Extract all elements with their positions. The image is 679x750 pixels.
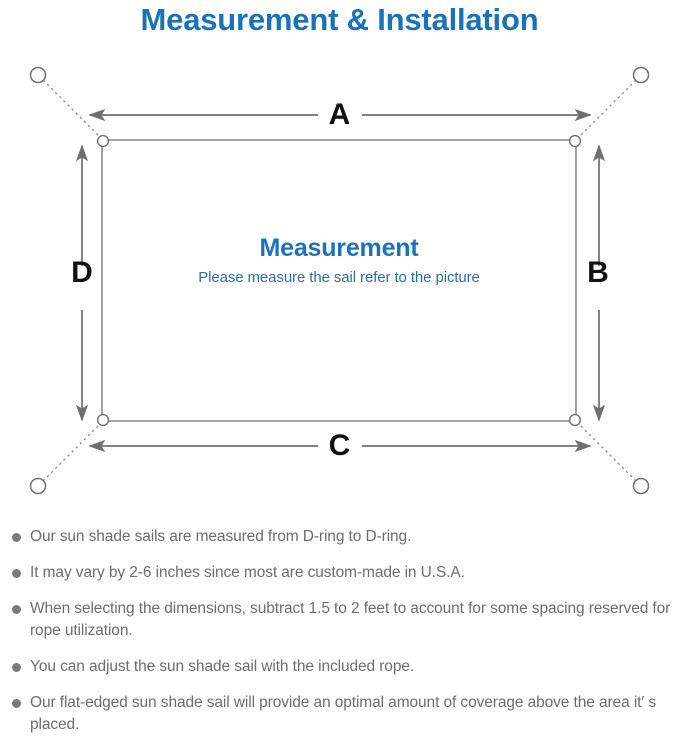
- dimension-label-b: B: [587, 256, 609, 289]
- notes-list: Our sun shade sails are measured from D-…: [0, 526, 679, 750]
- tether-line-top-right: [579, 79, 637, 137]
- anchor-rings: [29, 66, 650, 495]
- measurement-diagram: A C D B Measurement Please measure the s…: [0, 48, 679, 518]
- note-text: It may vary by 2-6 inches since most are…: [30, 564, 465, 581]
- note-text: When selecting the dimensions, subtract …: [30, 600, 671, 639]
- tether-line-bottom-right: [579, 424, 637, 482]
- center-subtext: Please measure the sail refer to the pic…: [198, 269, 480, 286]
- note-item: Our flat-edged sun shade sail will provi…: [0, 692, 679, 736]
- anchor-ring-top-right: [632, 66, 650, 84]
- note-text: Our sun shade sails are measured from D-…: [30, 528, 412, 545]
- tether-lines: [42, 79, 637, 482]
- bullet-icon: [12, 569, 21, 578]
- dimension-label-d: D: [71, 256, 93, 289]
- note-text: You can adjust the sun shade sail with t…: [30, 658, 415, 675]
- tether-line-top-left: [42, 79, 100, 137]
- d-ring-bottom-left: [96, 413, 110, 427]
- dimension-arrows: [75, 108, 606, 453]
- tether-line-bottom-left: [42, 424, 100, 482]
- anchor-ring-bottom-left: [29, 477, 47, 495]
- dimension-label-c: C: [328, 429, 351, 462]
- d-rings: [96, 134, 582, 427]
- bullet-icon: [12, 533, 21, 542]
- anchor-ring-top-left: [29, 66, 47, 84]
- note-item: You can adjust the sun shade sail with t…: [0, 656, 679, 678]
- note-item: When selecting the dimensions, subtract …: [0, 598, 679, 642]
- bullet-icon: [12, 699, 21, 708]
- sail-rectangle: [101, 139, 577, 422]
- center-label-block: Measurement Please measure the sail refe…: [102, 233, 576, 289]
- note-text: Our flat-edged sun shade sail will provi…: [30, 694, 657, 733]
- page-title: Measurement & Installation: [140, 2, 539, 37]
- d-ring-top-left: [96, 134, 110, 148]
- note-item: It may vary by 2-6 inches since most are…: [0, 562, 679, 584]
- dimension-label-a: A: [328, 98, 351, 131]
- d-ring-bottom-right: [568, 413, 582, 427]
- bullet-icon: [12, 605, 21, 614]
- note-item: Our sun shade sails are measured from D-…: [0, 526, 679, 548]
- bullet-icon: [12, 663, 21, 672]
- anchor-ring-bottom-right: [632, 477, 650, 495]
- d-ring-top-right: [568, 134, 582, 148]
- center-heading: Measurement: [259, 234, 419, 262]
- diagram-svg: [29, 66, 650, 495]
